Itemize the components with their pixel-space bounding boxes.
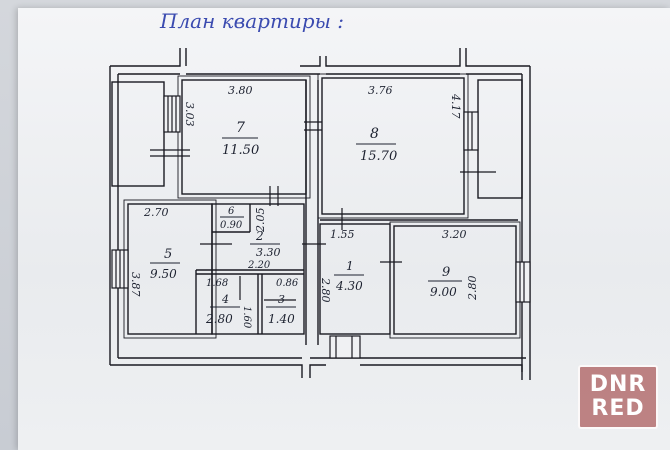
dim-room3-width: 0.86: [276, 278, 299, 289]
room-8-area: 15.70: [360, 149, 397, 164]
dim-room9-depth: 2.80: [466, 276, 479, 302]
dim-room8-width: 3.76: [368, 84, 393, 97]
room-labels: 7 11.50 8 15.70 5 9.50 2 3.30 6 0.90 4 2…: [150, 120, 462, 326]
dim-room4-width: 1.68: [206, 278, 228, 289]
room-6-area: 0.90: [220, 220, 243, 231]
watermark-line-1: DNR: [589, 372, 647, 397]
dim-room5-depth: 3.87: [129, 272, 142, 297]
plan-title: План квартиры :: [159, 9, 344, 33]
room-9-area: 9.00: [430, 285, 457, 299]
room-4-area: 2.80: [205, 312, 233, 326]
room-1-number: 1: [346, 259, 354, 273]
dimension-labels: 3.80 3.03 3.76 4.17 2.70 3.87 2.05 1.55 …: [129, 84, 479, 329]
room-5-number: 5: [164, 247, 172, 262]
dim-corridor-width: 2.20: [247, 260, 271, 271]
room-4-number: 4: [221, 293, 229, 306]
dim-room2-depth: 2.05: [254, 208, 267, 234]
room-2-number: 2: [255, 229, 264, 243]
dim-room7-width: 3.80: [228, 84, 253, 97]
dim-room9-width: 3.20: [442, 228, 467, 241]
openings: [111, 95, 531, 359]
dim-room4-depth: 1.60: [241, 306, 252, 329]
room-1-area: 4.30: [335, 279, 363, 293]
watermark-line-2: RED: [591, 396, 645, 421]
room-5-area: 9.50: [150, 267, 177, 281]
dim-room5-width: 2.70: [143, 206, 169, 219]
dim-room1-depth: 2.80: [319, 277, 332, 303]
room-7-area: 11.50: [222, 143, 259, 158]
room-7-number: 7: [236, 120, 245, 136]
dim-room8-depth: 4.17: [449, 93, 462, 119]
dim-hall-width: 1.55: [330, 228, 355, 241]
room-3-area: 1.40: [268, 312, 295, 326]
dim-room7-depth: 3.03: [183, 102, 196, 127]
room-3-number: 3: [278, 293, 285, 306]
room-9-number: 9: [442, 265, 450, 280]
room-2-area: 3.30: [256, 246, 281, 259]
dnr-red-watermark: DNR RED: [578, 365, 658, 429]
room-8-number: 8: [370, 126, 379, 142]
walls: [109, 48, 531, 380]
room-6-number: 6: [228, 206, 235, 217]
